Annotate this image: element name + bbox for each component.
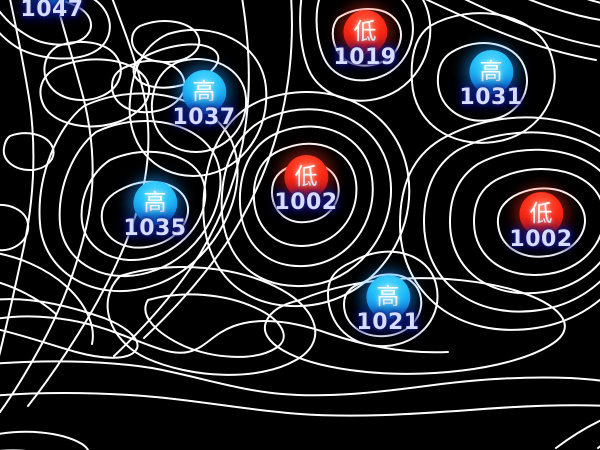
high-pressure-icon: 高 (132, 181, 177, 225)
high-pressure-icon: 高 (29, 0, 74, 6)
pressure-marker[interactable]: 高 1021 (356, 275, 419, 335)
pressure-value-label: 1002 (509, 227, 573, 252)
low-pressure-icon: 低 (283, 155, 328, 199)
pressure-marker[interactable]: 高 1047 (20, 0, 83, 22)
pressure-value-label: 1019 (333, 45, 397, 70)
pressure-marker[interactable]: 低 1019 (333, 10, 396, 70)
pressure-value-label: 1021 (356, 310, 420, 335)
high-pressure-icon: 高 (365, 275, 410, 319)
low-pressure-icon: 低 (342, 10, 387, 54)
pressure-marker[interactable]: 低 1002 (274, 155, 337, 215)
pressure-value-label: 1037 (172, 105, 236, 130)
high-pressure-icon: 高 (181, 70, 226, 114)
pressure-marker[interactable]: 高 1031 (459, 50, 522, 110)
high-pressure-icon: 高 (468, 50, 513, 94)
pressure-value-label: 1002 (274, 190, 338, 215)
pressure-marker[interactable]: 低 1002 (509, 192, 572, 252)
pressure-value-label: 1047 (20, 0, 84, 22)
pressure-marker[interactable]: 高 1035 (123, 181, 186, 241)
pressure-value-label: 1031 (459, 85, 523, 110)
low-pressure-icon: 低 (518, 192, 563, 236)
pressure-marker[interactable]: 高 1037 (172, 70, 235, 130)
pressure-value-label: 1035 (123, 216, 187, 241)
